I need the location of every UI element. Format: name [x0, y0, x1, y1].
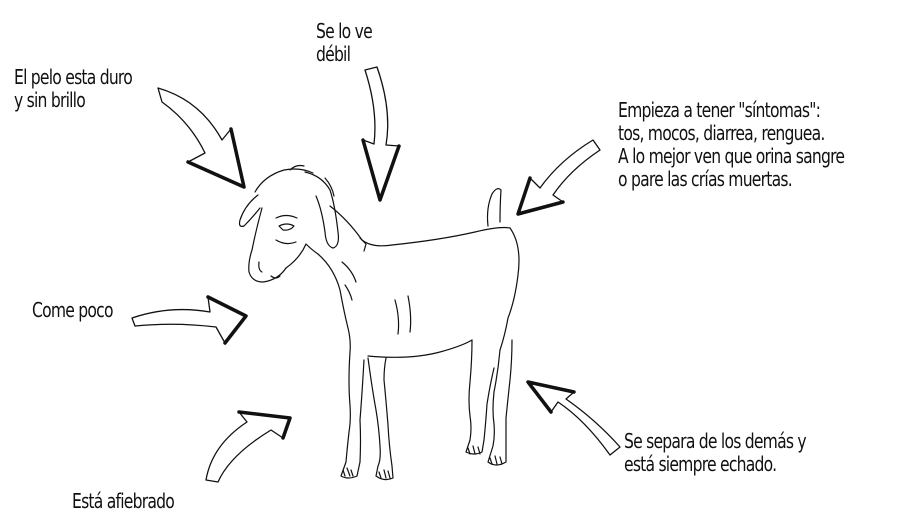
label-pelo: El pelo esta duro y sin brillo: [14, 65, 133, 112]
label-sintomas-line-3: A lo mejor ven que orina sangre: [618, 144, 845, 168]
goat: [238, 164, 520, 481]
arrow-right: [516, 139, 601, 216]
label-sintomas-line-2: tos, mocos, diarrea, renguea.: [618, 121, 825, 145]
label-come-poco: Come poco: [32, 298, 114, 322]
label-come-poco-line-1: Come poco: [32, 298, 114, 322]
label-sintomas-line-1: Empieza a tener "síntomas":: [618, 98, 821, 122]
arrow-left: [131, 295, 248, 345]
label-separa: Se separa de los demás y está siempre ec…: [624, 429, 807, 476]
label-afiebrado-line-1: Está afiebrado: [72, 489, 175, 513]
arrow-bottom-left: [205, 410, 292, 483]
arrow-top-left: [157, 87, 246, 189]
label-debil: Se lo ve débil: [316, 19, 373, 66]
label-separa-line-2: está siempre echado.: [624, 452, 777, 476]
arrow-top: [361, 66, 401, 202]
arrow-bottom-right: [526, 380, 621, 456]
label-debil-line-1: Se lo ve: [316, 19, 373, 43]
label-pelo-line-1: El pelo esta duro: [14, 65, 133, 89]
label-sintomas: Empieza a tener "síntomas": tos, mocos, …: [618, 98, 845, 191]
label-afiebrado: Está afiebrado: [72, 489, 175, 513]
label-separa-line-1: Se separa de los demás y: [624, 429, 807, 453]
label-sintomas-line-4: o pare las crías muertas.: [618, 167, 793, 191]
label-pelo-line-2: y sin brillo: [14, 88, 86, 112]
label-debil-line-2: débil: [316, 42, 351, 66]
